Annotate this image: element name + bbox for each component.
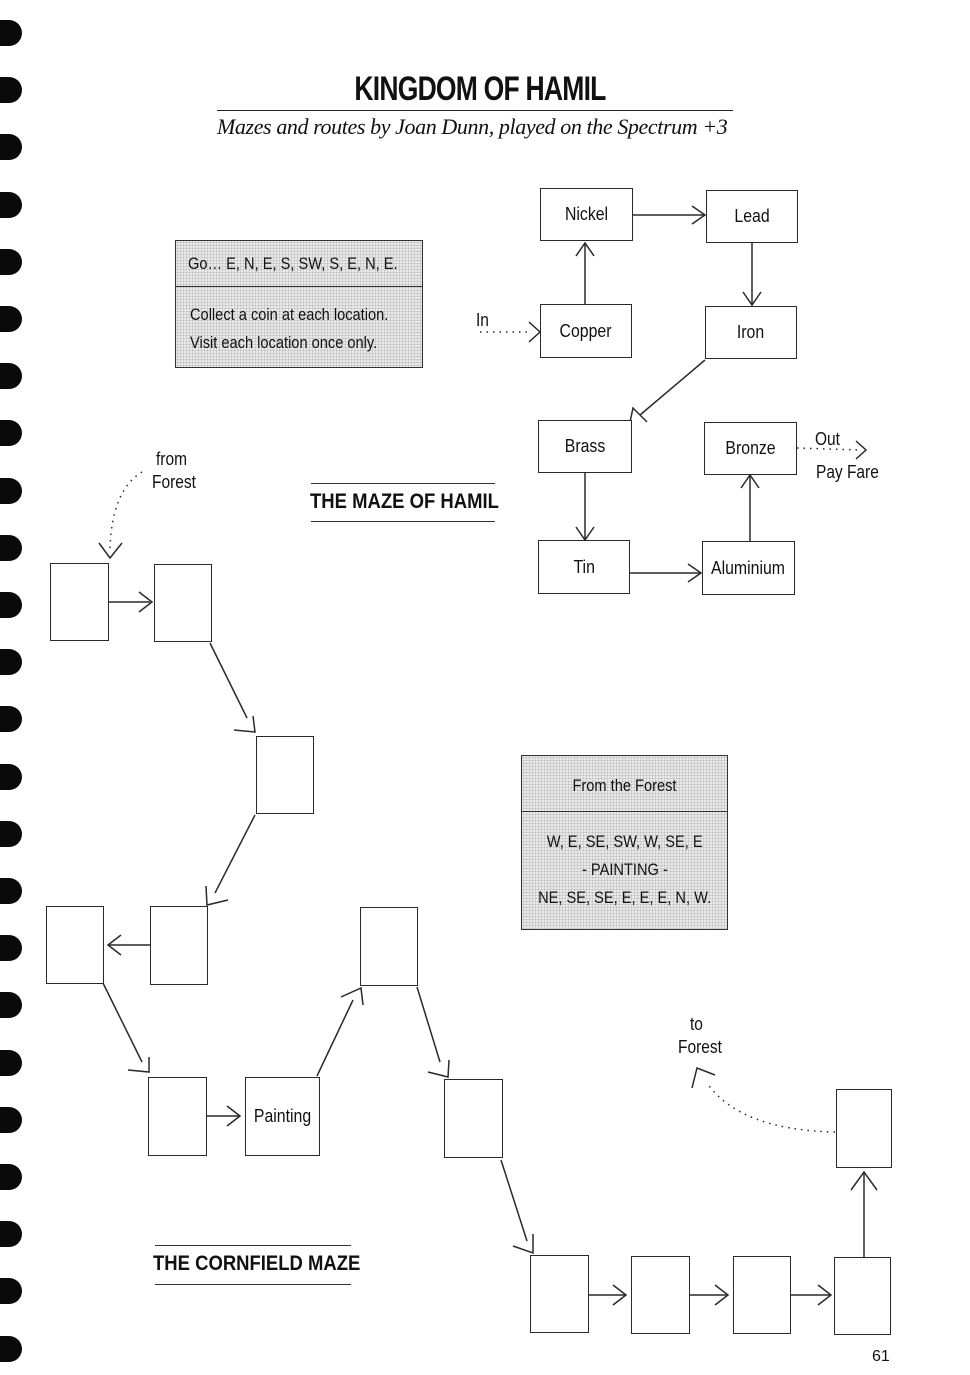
cornfield-room	[631, 1256, 690, 1334]
room-bronze: Bronze	[704, 422, 797, 475]
cornfield-room	[530, 1255, 589, 1333]
cornfield-room	[148, 1077, 207, 1156]
cornfield-heading: THE CORNFIELD MAZE	[153, 1252, 361, 1275]
title-rule	[217, 110, 733, 111]
forest-route-line-2: - PAINTING -	[581, 860, 668, 879]
binding-hole	[0, 477, 22, 504]
binding-hole	[0, 191, 22, 218]
room-tin: Tin	[538, 540, 630, 594]
cornfield-rule-bottom	[155, 1284, 351, 1285]
cornfield-room	[50, 563, 109, 641]
hamil-instruction-2: Visit each location once only.	[190, 333, 378, 352]
out-label: Out	[815, 429, 840, 449]
binding-hole	[0, 20, 22, 46]
forest-route-line-1: W, E, SE, SW, W, SE, E	[546, 832, 703, 851]
room-copper: Copper	[540, 304, 632, 358]
forest-route-box: From the Forest W, E, SE, SW, W, SE, E -…	[521, 755, 728, 930]
forest-route-line-3: NE, SE, SE, E, E, E, N, W.	[537, 888, 712, 907]
page-number: 61	[872, 1348, 890, 1365]
cornfield-room	[360, 907, 418, 986]
from-label: from	[156, 449, 187, 469]
cornfield-room	[836, 1089, 892, 1168]
pay-fare-label: Pay Fare	[816, 462, 879, 482]
in-label: In	[476, 310, 489, 330]
forest-route-heading: From the Forest	[572, 776, 677, 795]
binding-hole	[0, 1049, 22, 1076]
maze-of-hamil-rule-bottom	[311, 521, 495, 522]
binding-hole	[0, 363, 22, 390]
binding-hole	[0, 420, 22, 447]
binding-hole	[0, 592, 22, 618]
cornfield-room	[834, 1257, 891, 1335]
binding-hole	[0, 534, 22, 561]
binding-hole	[0, 878, 22, 904]
binding-hole	[0, 248, 22, 275]
binding-hole	[0, 1278, 22, 1305]
room-lead: Lead	[706, 190, 798, 243]
binding-hole	[0, 935, 22, 962]
cornfield-room	[733, 1256, 791, 1334]
cornfield-rule-top	[155, 1245, 351, 1246]
binding-hole	[0, 1221, 22, 1248]
room-iron: Iron	[705, 306, 797, 359]
hamil-instruction-1: Collect a coin at each location.	[190, 305, 389, 324]
room-nickel: Nickel	[540, 188, 633, 241]
cornfield-room	[46, 906, 104, 984]
binding-hole	[0, 763, 22, 790]
to-forest-label: Forest	[678, 1037, 722, 1057]
binding-holes	[0, 0, 30, 1375]
room-aluminium: Aluminium	[702, 541, 795, 595]
cornfield-room	[256, 736, 314, 814]
binding-hole	[0, 992, 22, 1019]
binding-hole	[0, 649, 22, 676]
binding-hole	[0, 820, 22, 847]
binding-hole	[0, 1106, 22, 1133]
maze-of-hamil-rule-top	[311, 483, 495, 484]
cornfield-room	[154, 564, 212, 642]
binding-hole	[0, 134, 22, 161]
room-painting: Painting	[245, 1077, 320, 1156]
cornfield-room	[150, 906, 208, 985]
hamil-route-box: Go… E, N, E, S, SW, S, E, N, E. Collect …	[175, 240, 423, 368]
room-brass: Brass	[538, 420, 632, 473]
binding-hole	[0, 77, 22, 104]
page-title: KINGDOM OF HAMIL	[354, 70, 606, 108]
hamil-route-text: Go… E, N, E, S, SW, S, E, N, E.	[188, 254, 398, 273]
binding-hole	[0, 306, 22, 332]
maze-of-hamil-heading: THE MAZE OF HAMIL	[310, 490, 499, 513]
binding-hole	[0, 706, 22, 733]
binding-hole	[0, 1335, 22, 1362]
to-label: to	[690, 1014, 703, 1034]
from-forest-label: Forest	[152, 472, 196, 492]
page-subtitle: Mazes and routes by Joan Dunn, played on…	[217, 114, 728, 139]
binding-hole	[0, 1164, 22, 1190]
cornfield-room	[444, 1079, 503, 1158]
